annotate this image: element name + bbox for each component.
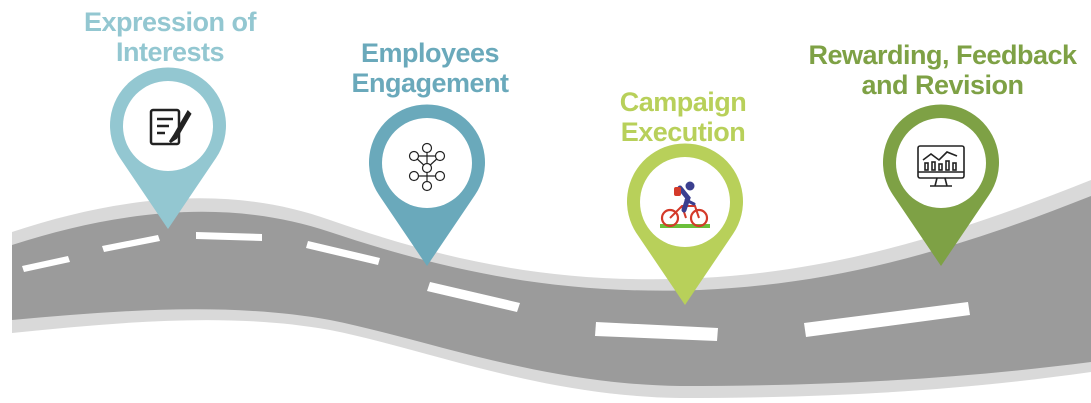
step-title-campaign-execution: Campaign Execution: [573, 87, 793, 147]
lane-dash: [196, 232, 262, 241]
lane-markings: [22, 232, 970, 341]
step-title-rewarding-feedback-revision: Rewarding, Feedback and Revision: [800, 40, 1085, 100]
step-title-line: Rewarding, Feedback: [808, 40, 1077, 70]
step-title-line: Interests: [115, 37, 225, 67]
cyclist-icon: [660, 181, 710, 228]
pin-campaign-execution: [626, 143, 743, 305]
lane-dash: [22, 256, 70, 272]
lane-dash: [102, 235, 160, 252]
step-title-employees-engagement: Employees Engagement: [320, 38, 540, 98]
step-title-expression-of-interests: Expression of Interests: [60, 7, 280, 67]
step-title-line: and Revision: [861, 70, 1024, 100]
document-edit-icon: [149, 108, 192, 146]
pin-expression-of-interests: [109, 67, 226, 229]
step-title-line: Campaign: [619, 87, 747, 117]
analytics-monitor-icon: [917, 145, 965, 187]
pin-employees-engagement: [369, 104, 485, 266]
lane-dash: [427, 282, 520, 312]
road-surface: [12, 196, 1091, 386]
pin-rewarding-feedback-revision: [883, 104, 1000, 266]
step-title-line: Engagement: [351, 68, 509, 98]
step-title-line: Execution: [620, 117, 746, 147]
step-title-line: Employees: [360, 38, 500, 68]
lane-dash: [306, 241, 380, 265]
lane-dash: [595, 322, 718, 341]
lane-dash: [804, 302, 970, 337]
step-title-line: Expression of: [83, 7, 257, 37]
people-network-icon: [408, 142, 446, 192]
